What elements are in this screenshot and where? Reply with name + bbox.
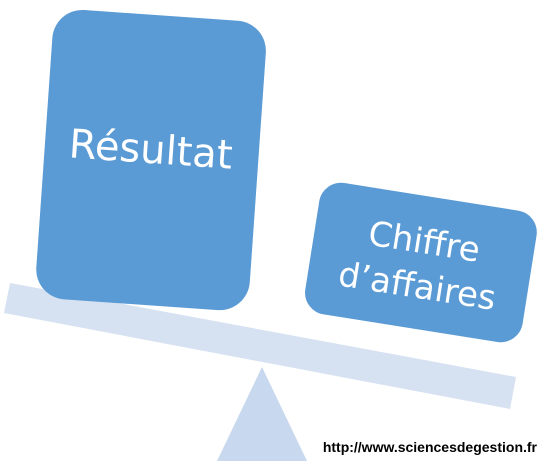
fulcrum-triangle [217,367,307,461]
resultat-label: Résultat [67,121,234,178]
source-url[interactable]: http://www.sciencesdegestion.fr [322,439,537,455]
resultat-box-shape [36,9,266,311]
balance-beam [4,283,516,409]
resultat-box: Résultat [36,9,266,311]
chiffre-affaires-box-shape [305,182,537,343]
chiffre-affaires-box: Chiffre d’affaires [305,182,537,343]
